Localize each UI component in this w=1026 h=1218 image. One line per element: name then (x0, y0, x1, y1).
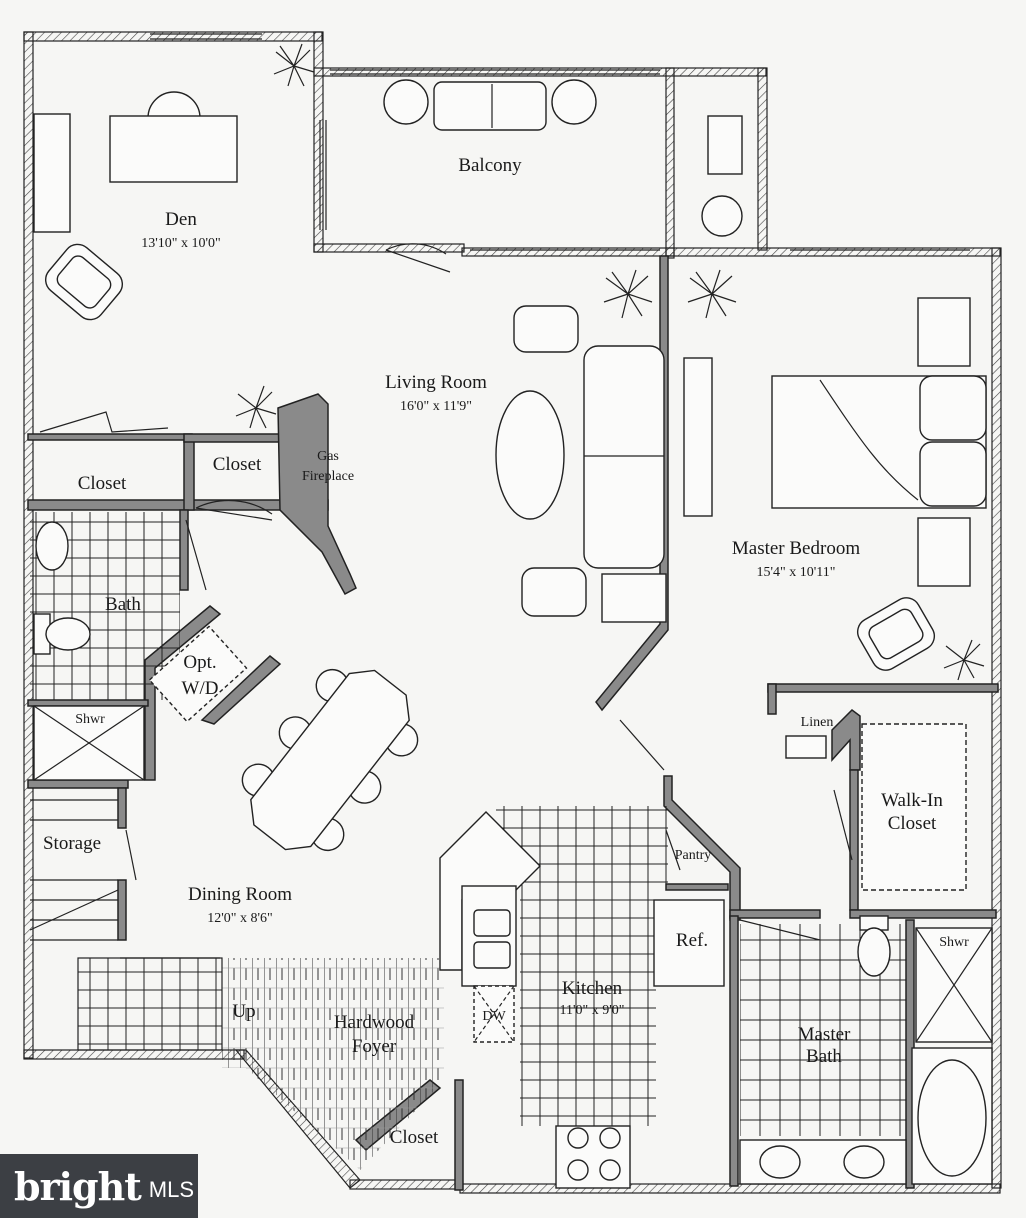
master-shower-label: Shwr (939, 935, 969, 950)
floor-tiles (30, 512, 906, 1170)
linen-label: Linen (801, 715, 834, 730)
den-label: Den (165, 209, 197, 230)
master-bath-label-2: Bath (806, 1046, 842, 1067)
den-dims: 13'10" x 10'0" (141, 236, 220, 251)
windows (150, 33, 970, 251)
fireplace-label-1: Gas (317, 449, 339, 464)
master-bedroom-label: Master Bedroom (732, 538, 860, 559)
wd-label-1: Opt. (183, 652, 216, 673)
watermark-mls: MLS (148, 1177, 195, 1202)
watermark-brand: bright (14, 1163, 142, 1209)
master-bedroom-dims: 15'4" x 10'11" (757, 565, 836, 580)
watermark-logo: bright MLS (0, 1154, 198, 1218)
storage-label: Storage (43, 833, 101, 854)
room-labels: Den 13'10" x 10'0" Balcony Living Room 1… (43, 155, 969, 1148)
balcony-label: Balcony (458, 155, 522, 176)
furniture (33, 43, 993, 1189)
pantry-label: Pantry (675, 848, 712, 863)
refrigerator-label: Ref. (676, 930, 708, 951)
hall-closet-label: Closet (213, 454, 262, 475)
foyer-label-1: Hardwood (334, 1012, 415, 1033)
foyer-closet-label: Closet (390, 1127, 439, 1148)
plant-icon (235, 43, 985, 681)
stairs-up-label: Up (232, 1001, 255, 1022)
wd-label-2: W/D (182, 678, 219, 699)
kitchen-label: Kitchen (562, 978, 623, 999)
doors (39, 243, 853, 941)
interior-walls (27, 255, 999, 1191)
walk-in-closet-label-1: Walk-In (881, 790, 943, 811)
walk-in-closet-label-2: Closet (888, 813, 937, 834)
dining-room-dims: 12'0" x 8'6" (207, 911, 272, 926)
foyer-label-2: Foyer (352, 1036, 397, 1057)
dining-room-label: Dining Room (188, 884, 292, 905)
den-closet-label: Closet (78, 473, 127, 494)
master-bath-label-1: Master (798, 1024, 851, 1045)
bath-label: Bath (105, 594, 141, 615)
fireplace-label-2: Fireplace (302, 469, 354, 484)
dishwasher-label: DW (482, 1009, 506, 1024)
living-room-dims: 16'0" x 11'9" (400, 399, 472, 414)
kitchen-dims: 11'0" x 9'0" (560, 1003, 625, 1018)
stairs (29, 799, 223, 1051)
living-room-label: Living Room (385, 372, 487, 393)
bath-shower-label: Shwr (75, 712, 105, 727)
